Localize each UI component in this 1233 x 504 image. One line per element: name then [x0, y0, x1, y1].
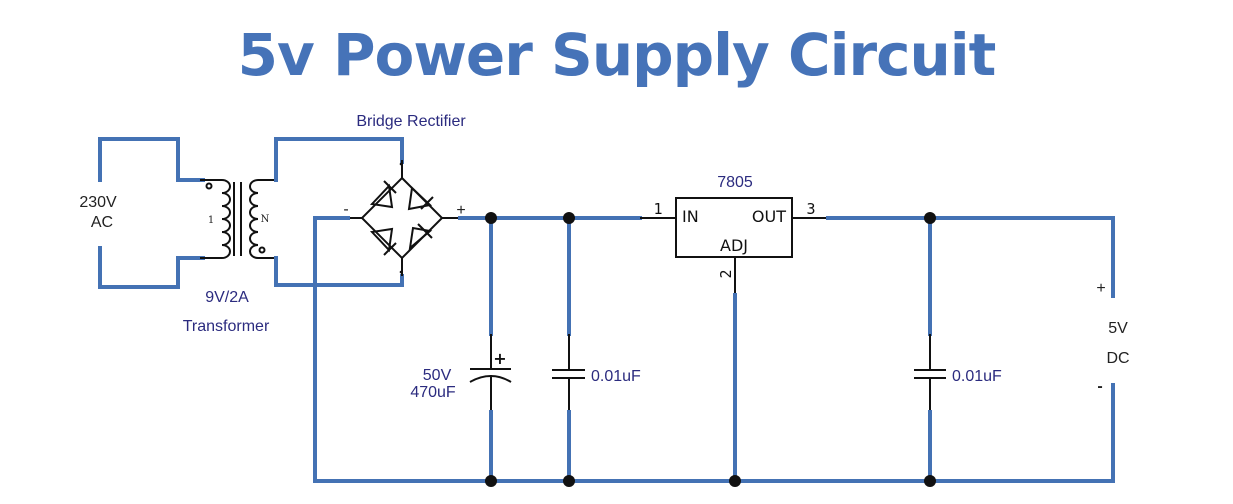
output-voltage: 5V: [1108, 320, 1128, 337]
filter-cap-voltage: 50V: [423, 367, 452, 384]
secondary-bottom-wire: [274, 256, 404, 287]
transformer-label: Transformer: [183, 318, 270, 335]
bridge-label: Bridge Rectifier: [356, 113, 466, 130]
output-type: DC: [1106, 350, 1129, 367]
secondary-top-wire: [274, 137, 404, 182]
regulator-part-label: 7805: [717, 174, 753, 191]
pin3-number: 3: [806, 200, 815, 218]
filter-cap-capacitance: 470uF: [410, 384, 456, 401]
output-capacitor: [914, 216, 946, 483]
junction-dot: [563, 475, 575, 487]
pin-adj-label: ADJ: [720, 236, 748, 255]
junction-dot: [485, 212, 497, 224]
voltage-regulator-7805: IN OUT ADJ 1 3 2: [653, 197, 828, 295]
output-minus: -: [1097, 378, 1102, 395]
bridge-rectifier: [348, 160, 460, 276]
input-cap-value: 0.01uF: [591, 368, 641, 385]
junctions: [485, 212, 936, 487]
pin1-number: 1: [653, 200, 662, 218]
input-type-label: AC: [91, 214, 113, 231]
primary-mark: 1: [208, 215, 214, 226]
junction-dot: [485, 475, 497, 487]
primary-dot: [205, 182, 213, 190]
junction-dot: [924, 475, 936, 487]
input-voltage-label: 230V: [79, 194, 117, 211]
pin2-number: 2: [717, 269, 735, 278]
junction-dot: [563, 212, 575, 224]
output-cap-value: 0.01uF: [952, 368, 1002, 385]
junction-dot: [924, 212, 936, 224]
transformer: 1 N: [200, 179, 276, 259]
secondary-dot: [258, 246, 266, 254]
positive-rail-out: [826, 216, 1115, 298]
filter-cap-polarity: +: [493, 349, 506, 368]
ac-input-wires: [98, 137, 205, 289]
secondary-mark: N: [261, 214, 270, 225]
transformer-rating-label: 9V/2A: [205, 289, 249, 306]
filter-capacitor: +: [469, 216, 512, 483]
diagram-title: 5v Power Supply Circuit: [237, 21, 997, 89]
bridge-plus: +: [456, 202, 465, 219]
input-capacitor: [552, 216, 585, 483]
bridge-minus: -: [343, 201, 348, 218]
ground-rail: [313, 216, 1115, 483]
pin-out-label: OUT: [752, 207, 786, 226]
pin-in-label: IN: [682, 207, 699, 226]
junction-dot: [729, 475, 741, 487]
output-plus: +: [1096, 280, 1105, 297]
